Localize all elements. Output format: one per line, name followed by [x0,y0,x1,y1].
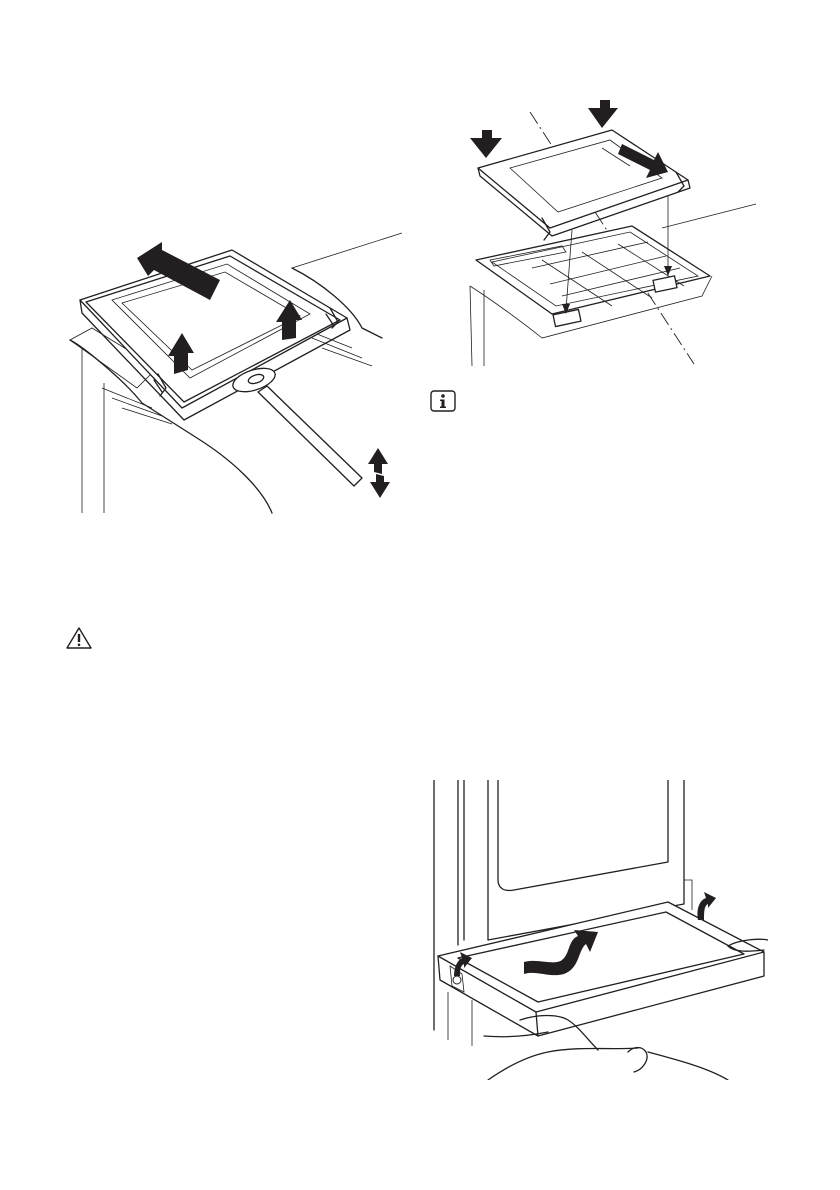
info-icon [430,390,456,412]
warning-triangle-icon [65,626,93,650]
door-lift-illustration [62,228,410,518]
glass-panel-illustration [462,100,762,372]
drawer-removal-illustration [428,780,768,1080]
